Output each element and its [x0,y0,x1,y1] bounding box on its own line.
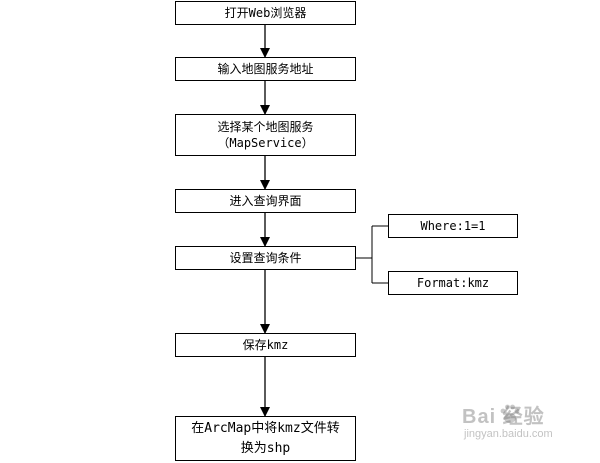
step-open-browser: 打开Web浏览器 [175,1,356,25]
step-convert-to-shp-label: 在ArcMap中将kmz文件转 换为shp [191,420,340,456]
condition-format: Format:kmz [388,271,518,295]
step-set-query-conditions-label: 设置查询条件 [229,251,302,265]
condition-where: Where:1=1 [388,214,518,238]
condition-where-label: Where:1=1 [420,219,486,233]
step-save-kmz-label: 保存kmz [242,338,289,352]
step-select-map-service: 选择某个地图服务 （MapService） [175,114,356,156]
step-enter-query-page-label: 进入查询界面 [229,194,302,208]
step-set-query-conditions: 设置查询条件 [175,246,356,270]
condition-format-label: Format:kmz [416,276,490,290]
step-convert-to-shp: 在ArcMap中将kmz文件转 换为shp [175,416,356,461]
step-enter-service-url-label: 输入地图服务地址 [217,62,314,76]
step-save-kmz: 保存kmz [175,333,356,357]
step-enter-query-page: 进入查询界面 [175,189,356,213]
step-enter-service-url: 输入地图服务地址 [175,57,356,81]
step-select-map-service-label: 选择某个地图服务 （MapService） [217,120,314,150]
step-open-browser-label: 打开Web浏览器 [224,6,307,20]
